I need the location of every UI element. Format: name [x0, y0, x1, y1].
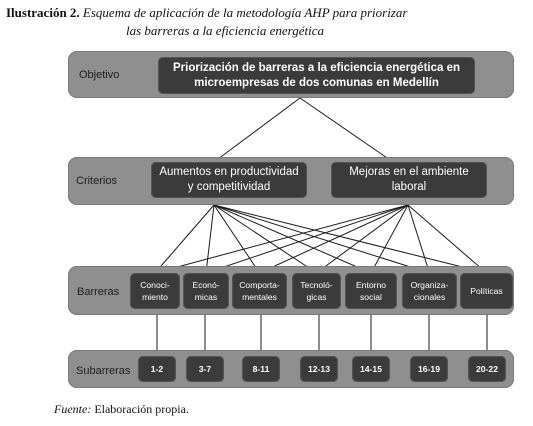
criterion-box-work-environment: Mejoras en el ambiente laboral — [331, 162, 487, 198]
subbarrier-box: 20-22 — [468, 356, 506, 382]
barrier-label-line1: Comporta- — [239, 280, 280, 290]
subbarrier-box: 16-19 — [410, 356, 448, 382]
barrier-box: Econó-micas — [183, 273, 229, 309]
barrier-box: Conoci-miento — [130, 273, 180, 309]
level-label-criterios: Criterios — [76, 175, 117, 187]
barrier-box: Políticas — [460, 273, 513, 309]
caption-title-line2: las barreras a la eficiencia energética — [126, 23, 324, 38]
barrier-label-line1: Conoci- — [140, 280, 170, 290]
connector-criterion-2-barrier-1 — [154, 204, 409, 274]
barrier-subbarrier-connectors — [156, 314, 488, 356]
criterion-2-line2: laboral — [391, 181, 427, 193]
criteria-barrier-connectors — [154, 204, 487, 274]
barrier-label-line1: Tecnoló- — [300, 280, 333, 290]
objective-line1: Priorización de barreras a la eficiencia… — [173, 61, 460, 74]
source-text: Elaboración propia. — [94, 402, 189, 416]
connector-criterion-2-barrier-2 — [205, 204, 409, 274]
connector-criterion-1-barrier-2 — [205, 204, 215, 274]
barrier-label-line2: cionales — [413, 292, 446, 302]
barrier-label-line2: micas — [194, 292, 218, 302]
barrier-label-line2: miento — [142, 292, 168, 302]
barrier-box: Comporta-mentales — [232, 273, 287, 309]
connector-criterion-1-barrier-5 — [213, 204, 372, 274]
source-note: Fuente: Elaboración propia. — [54, 402, 189, 417]
barrier-label-line1: Econó- — [192, 280, 220, 290]
figure-caption: Ilustración 2. Esquema de aplicación de … — [6, 4, 408, 38]
connector-objective-criterion-2 — [299, 97, 394, 163]
connector-criterion-2-barrier-6 — [407, 204, 430, 274]
connector-criterion-2-barrier-3 — [259, 204, 409, 274]
barrier-box: Entorno social — [345, 273, 397, 309]
subbarrier-box: 14-15 — [352, 356, 390, 382]
caption-title-line1: Esquema de aplicación de la metodología … — [82, 5, 408, 20]
barrier-label-line1: Entorno — [355, 280, 387, 290]
barrier-label-line2: mentales — [242, 292, 277, 302]
subbarrier-box: 3-7 — [186, 356, 224, 382]
connector-criterion-2-barrier-5 — [370, 204, 409, 274]
level-label-subbarreras: Subarreras — [76, 365, 131, 377]
connector-criterion-1-barrier-4 — [213, 204, 317, 274]
connector-criterion-2-barrier-7 — [407, 204, 487, 274]
connector-criterion-1-barrier-7 — [213, 204, 487, 274]
connector-criterion-1-barrier-1 — [154, 204, 215, 274]
barrier-label-line1: Políticas — [470, 286, 503, 296]
connector-criterion-2-barrier-4 — [316, 204, 409, 274]
barrier-label-line2: social — [360, 292, 382, 302]
barrier-label-line1: Organiza- — [410, 280, 449, 290]
objective-box: Priorización de barreras a la eficiencia… — [158, 57, 475, 94]
criterion-2-line1: Mejoras en el ambiente — [349, 166, 469, 178]
barrier-box: Organiza-cionales — [402, 273, 457, 309]
level-label-objetivo: Objetivo — [79, 69, 120, 81]
connector-criterion-1-barrier-3 — [213, 204, 260, 274]
connector-objective-criterion-1 — [213, 97, 301, 163]
barrier-label-line2: gicas — [306, 292, 327, 302]
connector-criterion-1-barrier-6 — [213, 204, 430, 274]
criterion-box-productivity: Aumentos en productividad y competitivid… — [151, 162, 307, 198]
caption-prefix: Ilustración 2. — [6, 5, 80, 20]
subbarrier-box: 1-2 — [138, 356, 176, 382]
objective-line2: microempresas de dos comunas en Medellín — [194, 76, 439, 89]
level-label-barreras: Barreras — [77, 286, 120, 298]
barrier-box: Tecnoló-gicas — [292, 273, 341, 309]
source-label: Fuente: — [54, 402, 92, 416]
subbarrier-box: 12-13 — [300, 356, 338, 382]
subbarrier-box: 8-11 — [242, 356, 280, 382]
criterion-1-line2: y competitividad — [187, 181, 271, 193]
criterion-1-line1: Aumentos en productividad — [159, 166, 299, 178]
